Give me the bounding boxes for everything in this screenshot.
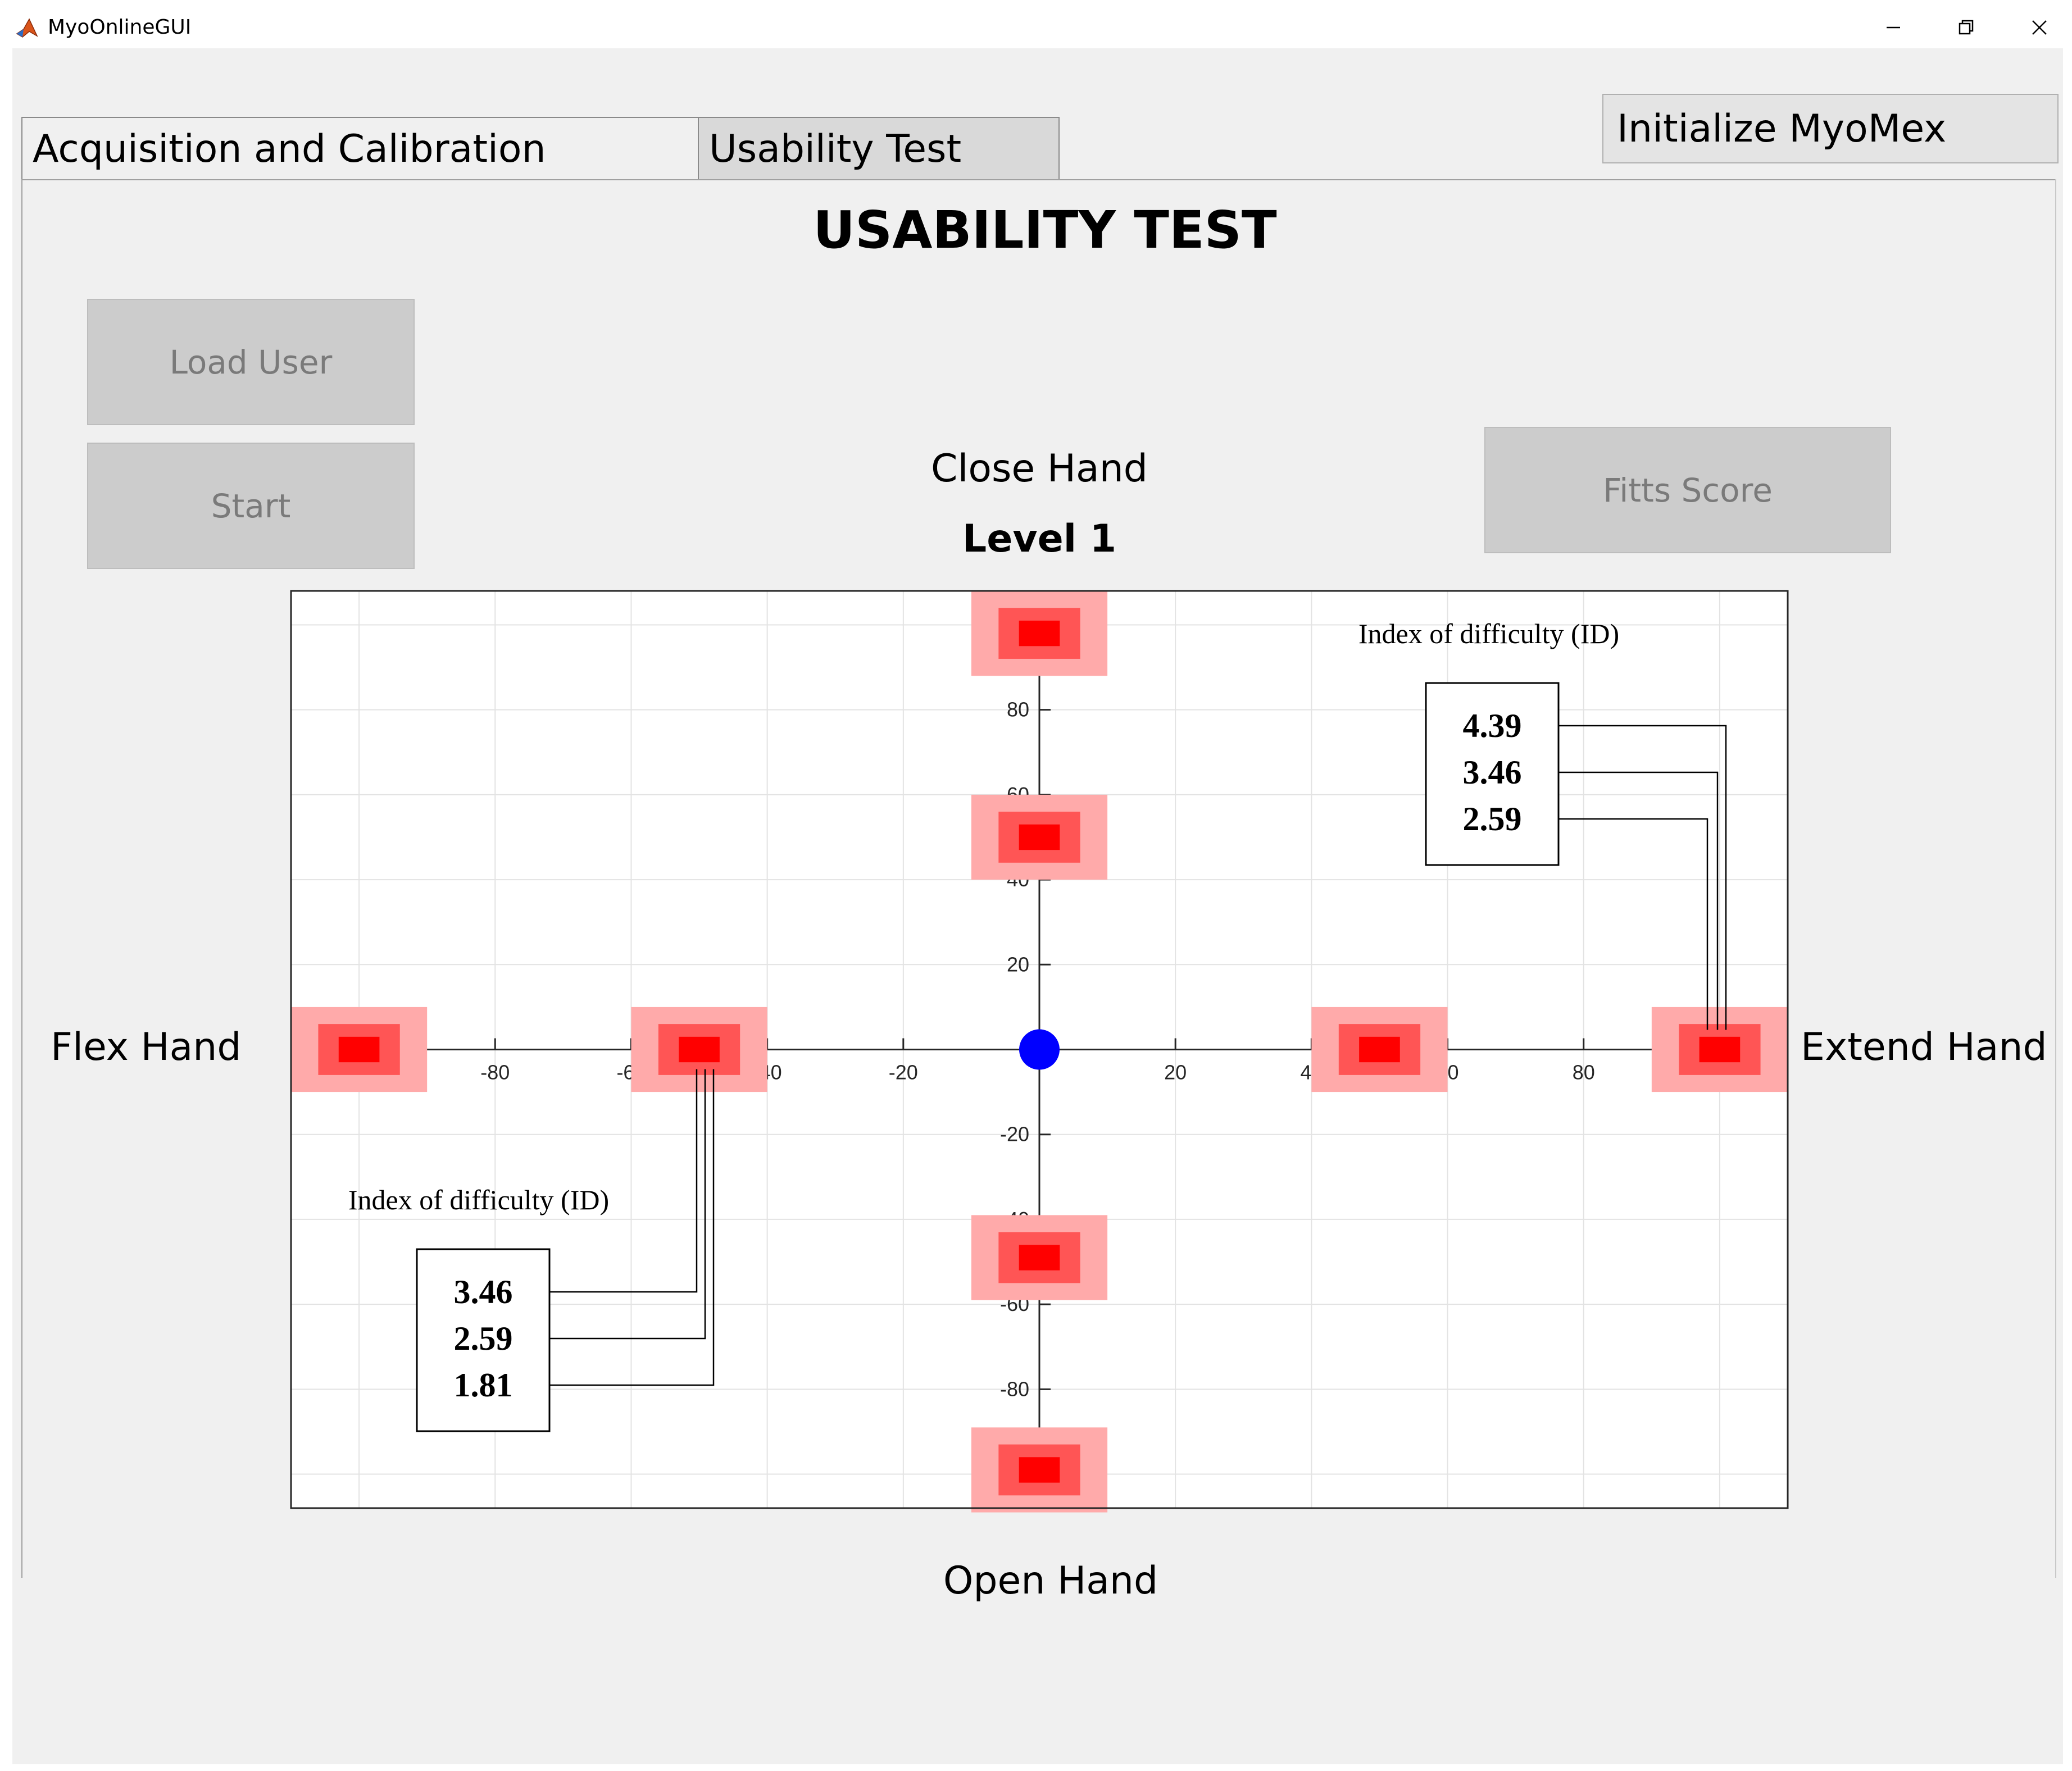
close-window-button[interactable]: [2006, 8, 2072, 47]
y-tick-label: -80: [1000, 1377, 1029, 1400]
cursor-dot: [1019, 1029, 1060, 1070]
tab-acquisition-calibration[interactable]: Acquisition and Calibration: [21, 117, 699, 180]
id-value: 2.59: [1463, 800, 1522, 837]
id-value: 2.59: [454, 1320, 513, 1357]
id-annotation-title: Index of difficulty (ID): [348, 1184, 609, 1215]
target-inner-zone: [1019, 1457, 1060, 1483]
open-hand-label: Open Hand: [943, 1559, 1158, 1603]
flex-hand-label: Flex Hand: [51, 1025, 242, 1069]
close-icon: [2032, 20, 2047, 35]
x-tick-label: -20: [889, 1061, 918, 1084]
target-inner-zone: [1699, 1036, 1741, 1063]
minimize-icon: [1887, 26, 1900, 29]
panel-border-top: [21, 179, 2056, 180]
id-leader-line: [549, 1069, 715, 1386]
load-user-button[interactable]: Load User: [87, 299, 415, 425]
target-inner-zone: [1359, 1036, 1400, 1063]
id-leader-line: [1558, 818, 1709, 1030]
x-tick-label: 80: [1573, 1061, 1595, 1084]
target-inner-zone: [338, 1036, 380, 1063]
plot-frame: [290, 590, 1789, 1509]
y-tick-label: 80: [1007, 698, 1029, 721]
id-annotation-box: [416, 1248, 551, 1432]
id-value: 4.39: [1463, 707, 1522, 744]
level-label: Level 1: [962, 517, 1117, 561]
panel-border-right: [2055, 179, 2056, 1578]
target-inner-zone: [1019, 824, 1060, 850]
x-tick-label: 20: [1164, 1061, 1187, 1084]
id-annotation-title: Index of difficulty (ID): [1358, 618, 1619, 649]
page-title: USABILITY TEST: [813, 200, 1277, 260]
restore-icon: [1959, 20, 1974, 35]
restore-button[interactable]: [1933, 8, 2000, 47]
id-value: 3.46: [454, 1273, 513, 1310]
title-bar: [0, 0, 2072, 53]
id-leader-line: [549, 1069, 698, 1293]
minimize-button[interactable]: [1860, 8, 1927, 47]
target-inner-zone: [679, 1036, 720, 1063]
tab-usability-test[interactable]: Usability Test: [698, 117, 1060, 180]
id-leader-line: [1558, 771, 1719, 1030]
y-tick-label: 20: [1007, 953, 1029, 976]
id-value: 1.81: [454, 1367, 513, 1404]
target-inner-zone: [1019, 1245, 1060, 1271]
panel-border-left: [21, 179, 22, 1578]
target-inner-zone: [1019, 620, 1060, 647]
start-button[interactable]: Start: [87, 443, 415, 569]
id-value: 3.46: [1463, 754, 1522, 791]
y-tick-label: -20: [1000, 1123, 1029, 1146]
close-hand-label: Close Hand: [931, 447, 1148, 491]
id-leader-line: [549, 1069, 706, 1340]
extend-hand-label: Extend Hand: [1801, 1025, 2047, 1069]
id-leader-line: [1558, 725, 1727, 1030]
fitts-score-button[interactable]: Fitts Score: [1484, 427, 1891, 553]
initialize-myomex-button[interactable]: Initialize MyoMex: [1602, 94, 2059, 163]
window-title: MyoOnlineGUI: [48, 16, 192, 39]
x-tick-label: -80: [480, 1061, 510, 1084]
matlab-icon: [16, 17, 38, 39]
id-annotation-box: [1425, 682, 1560, 866]
